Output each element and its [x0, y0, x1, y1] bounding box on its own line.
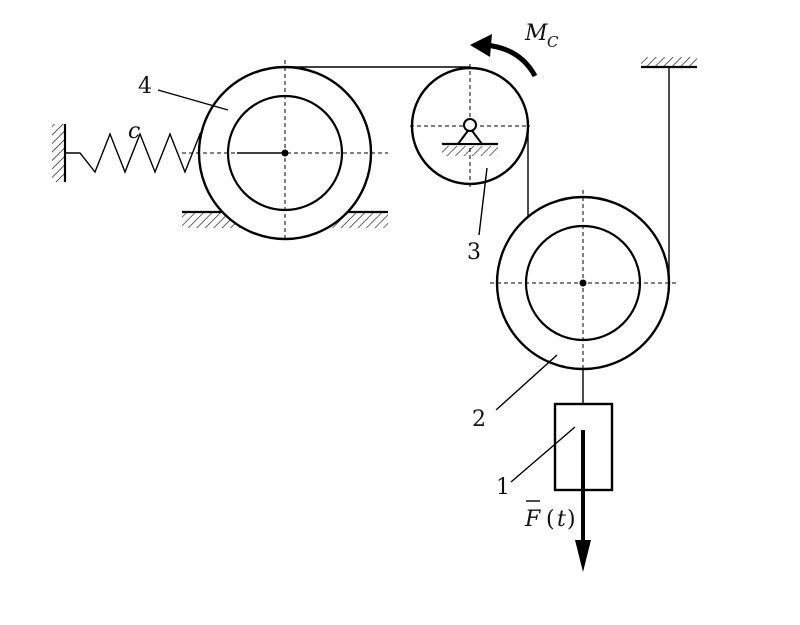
- label-moment-sub: C: [547, 33, 559, 51]
- force-arrow: [575, 430, 591, 572]
- label-moment-M: M: [524, 21, 548, 46]
- body-4-roller: [182, 60, 388, 241]
- leader-lines: [157, 89, 576, 483]
- label-body-1: 1: [496, 475, 510, 500]
- label-body-4: 4: [138, 74, 152, 99]
- label-force-t: t: [557, 507, 566, 532]
- label-force-paren-close: ): [567, 507, 576, 532]
- ceiling-support: [641, 57, 697, 69]
- label-body-3: 3: [467, 240, 481, 265]
- body-3-pulley: [410, 64, 530, 188]
- label-force-paren-open: (: [546, 507, 555, 532]
- label-force-F: F: [524, 507, 541, 532]
- moment-arrow: [470, 34, 538, 78]
- label-spring-c: c: [128, 119, 140, 144]
- left-wall: [52, 124, 67, 182]
- label-force: F ( t ): [524, 500, 576, 532]
- label-body-2: 2: [472, 407, 486, 432]
- body-2-pulley: [490, 190, 676, 376]
